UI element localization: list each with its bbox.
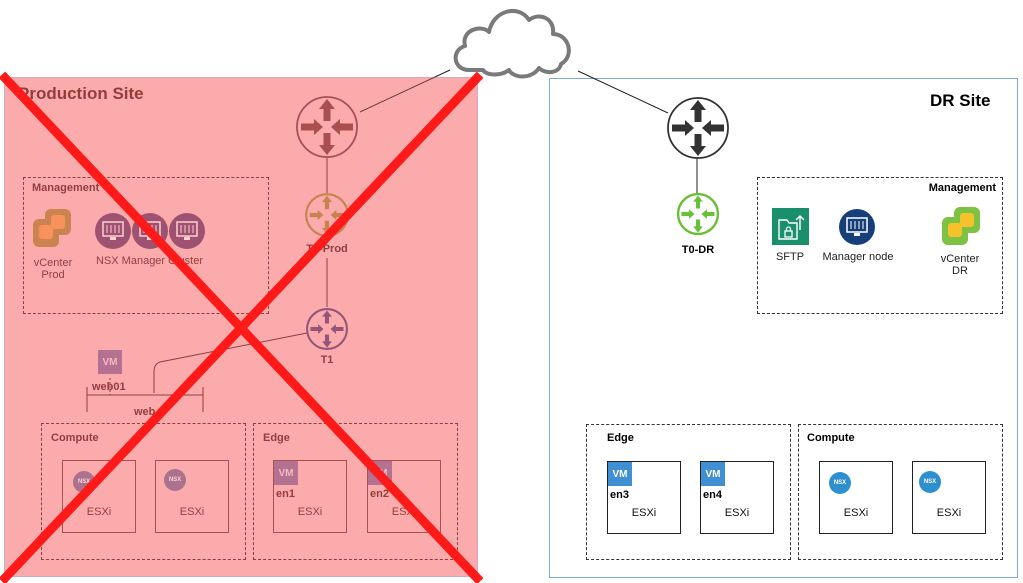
vcenter-dr-label: vCenter DR: [940, 253, 980, 277]
nsx-manager-icon: [95, 213, 131, 249]
t1-router-icon: [306, 308, 348, 350]
manager-node-label: Manager node: [822, 251, 894, 263]
link-t1-web-segment: [153, 332, 308, 393]
prod-management-label: Management: [32, 182, 100, 194]
prod-compute-host-2: NSX ESXi: [155, 460, 229, 533]
dr-site-container: [549, 78, 1018, 578]
nsx-badge-icon: NSX: [829, 472, 851, 494]
t1-label: T1: [320, 354, 334, 366]
prod-edge-host-1: VM en1 ESXi: [273, 460, 347, 533]
dr-compute-host-1: NSX ESXi: [819, 461, 893, 534]
sftp-label: SFTP: [775, 251, 805, 263]
nsx-badge-icon: NSX: [164, 469, 186, 491]
dr-compute-host-2: NSX ESXi: [912, 461, 986, 534]
sftp-icon: [772, 208, 809, 245]
dr-management-group: Management: [757, 177, 1003, 314]
production-site-title: Production Site: [18, 84, 144, 103]
dr-edge-host-1: VM en3 ESXi: [607, 461, 681, 534]
vm-icon: VM: [701, 462, 725, 486]
web01-vm-icon: VM: [98, 350, 122, 374]
vcenter-dr-icon: [942, 207, 980, 245]
prod-compute-label: Compute: [51, 432, 99, 444]
vm-icon: VM: [608, 462, 632, 486]
dr-edge-label: Edge: [607, 432, 634, 444]
link-cloud-prod-router: [359, 69, 451, 113]
dr-site-title: DR Site: [930, 91, 991, 110]
prod-compute-group: Compute NSX ESXi NSX ESXi: [41, 423, 246, 560]
link-cloud-dr-router: [577, 70, 669, 114]
dr-management-label: Management: [928, 182, 996, 194]
vcenter-prod-label: vCenter Prod: [33, 257, 73, 281]
dr-edge-host-2: VM en4 ESXi: [700, 461, 774, 534]
web01-label: web01: [92, 381, 126, 393]
manager-node-icon: [839, 209, 875, 245]
nsx-manager-icon: [169, 213, 205, 249]
nsx-badge-icon: NSX: [919, 471, 941, 493]
dr-edge-group: Edge VM en3 ESXi VM en4 ESXi: [586, 424, 791, 560]
vcenter-prod-icon: [33, 209, 71, 247]
cloud-icon: [453, 9, 571, 79]
dr-upstream-router-icon: [667, 97, 729, 159]
t0-dr-router-icon: [676, 192, 720, 236]
prod-management-group: Management: [23, 177, 269, 314]
vm-icon: VM: [274, 461, 298, 485]
web-segment-label: web: [134, 406, 156, 418]
dr-compute-group: Compute NSX ESXi NSX ESXi: [798, 424, 1003, 560]
dr-compute-label: Compute: [807, 432, 855, 444]
prod-upstream-router-icon: [296, 96, 358, 158]
t0-dr-label: T0-DR: [681, 244, 715, 256]
prod-edge-label: Edge: [263, 432, 290, 444]
